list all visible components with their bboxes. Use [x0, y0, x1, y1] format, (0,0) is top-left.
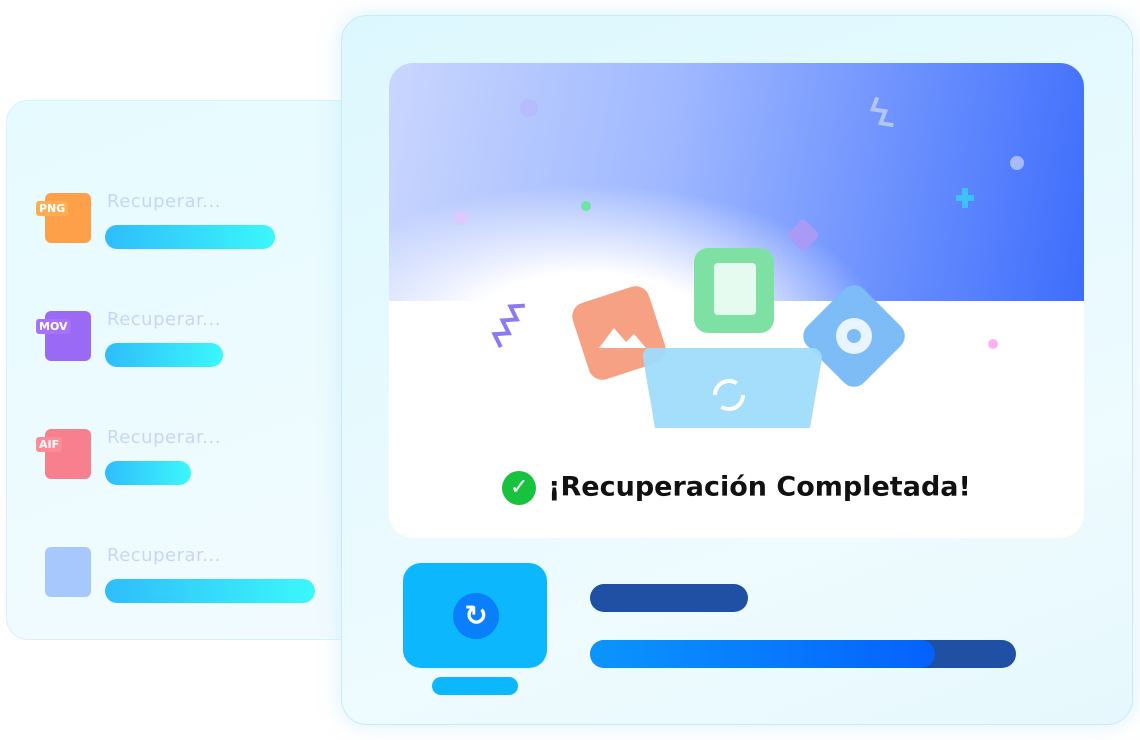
refresh-icon: ↻ [453, 593, 499, 639]
file-type-badge: AIF [36, 437, 63, 452]
item-label: Recuperar... [107, 545, 221, 566]
file-type-badge: MOV [36, 319, 71, 334]
recovery-list-item: Recuperar... [27, 523, 417, 623]
item-progress-bar [105, 461, 191, 485]
item-label: Recuperar... [107, 427, 221, 448]
recovery-list-item: PNG Recuperar... [27, 169, 417, 269]
item-progress-bar [105, 579, 315, 603]
main-progress-bar [590, 640, 1016, 668]
audio-file-icon: AIF [36, 429, 91, 479]
check-circle-icon: ✓ [502, 471, 537, 505]
image-file-icon: PNG [36, 193, 91, 243]
completion-message: ✓ ¡Recuperación Completada! [389, 471, 1084, 505]
completion-card: ✓ ¡Recuperación Completada! [389, 63, 1084, 538]
folder-icon [45, 547, 91, 597]
main-progress-fill [590, 640, 936, 668]
item-label: Recuperar... [107, 309, 221, 330]
placeholder-text-bar [590, 584, 748, 612]
video-file-icon: MOV [36, 311, 91, 361]
item-progress-bar [105, 343, 223, 367]
recovery-illustration [454, 96, 1024, 428]
recovery-list-item: MOV Recuperar... [27, 287, 417, 387]
file-type-badge: PNG [36, 201, 69, 216]
item-label: Recuperar... [107, 191, 221, 212]
monitor-stand [432, 677, 518, 695]
recovery-list-item: AIF Recuperar... [27, 405, 417, 505]
status-title: ¡Recuperación Completada! [548, 471, 971, 503]
monitor-icon: ↻ [403, 563, 547, 668]
item-progress-bar [105, 225, 275, 249]
